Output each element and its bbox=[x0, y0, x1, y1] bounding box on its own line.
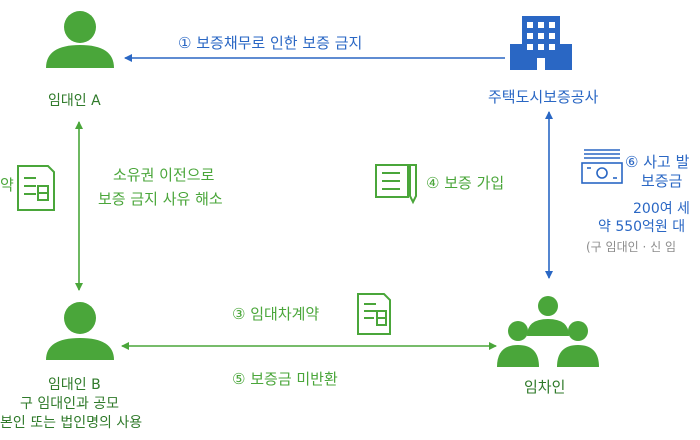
signature-form-icon bbox=[375, 164, 417, 205]
office-building-icon bbox=[510, 16, 572, 70]
tenant-label: 임차인 bbox=[524, 378, 566, 396]
step4-label: ④ 보증 가입 bbox=[426, 174, 505, 192]
landlord-b-note2: 본인 또는 법인명의 사용 bbox=[0, 415, 143, 431]
transfer-line1: 소유권 이전으로 bbox=[113, 166, 215, 184]
step1-label: ① 보증채무로 인한 보증 금지 bbox=[178, 34, 363, 52]
document-icon-left bbox=[17, 165, 55, 211]
banknote-icon bbox=[581, 149, 623, 184]
transfer-line2: 보증 금지 사유 해소 bbox=[98, 190, 223, 208]
landlord-a-label: 임대인 A bbox=[48, 93, 101, 109]
landlord-b-note1: 구 임대인과 공모 bbox=[20, 396, 120, 412]
step6-line2: 보증금 bbox=[641, 172, 683, 190]
tenant-group-icon bbox=[497, 296, 599, 367]
step6-line1: ⑥ 사고 발 bbox=[625, 153, 690, 171]
step3-label: ③ 임대차계약 bbox=[232, 305, 320, 323]
stats-line1: 200여 세 bbox=[633, 201, 690, 217]
document-icon-contract bbox=[357, 293, 391, 335]
stats-line3: (구 임대인 · 신 임 bbox=[586, 240, 676, 254]
left-contract-fragment: 약 bbox=[0, 176, 14, 194]
step5-label: ⑤ 보증금 미반환 bbox=[232, 370, 338, 388]
landlord-b-person-icon bbox=[46, 302, 114, 360]
stats-line2: 약 550억원 대 bbox=[598, 219, 686, 235]
agency-label: 주택도시보증공사 bbox=[488, 88, 599, 106]
landlord-b-label: 임대인 B bbox=[48, 377, 101, 393]
landlord-a-person-icon bbox=[46, 11, 114, 68]
